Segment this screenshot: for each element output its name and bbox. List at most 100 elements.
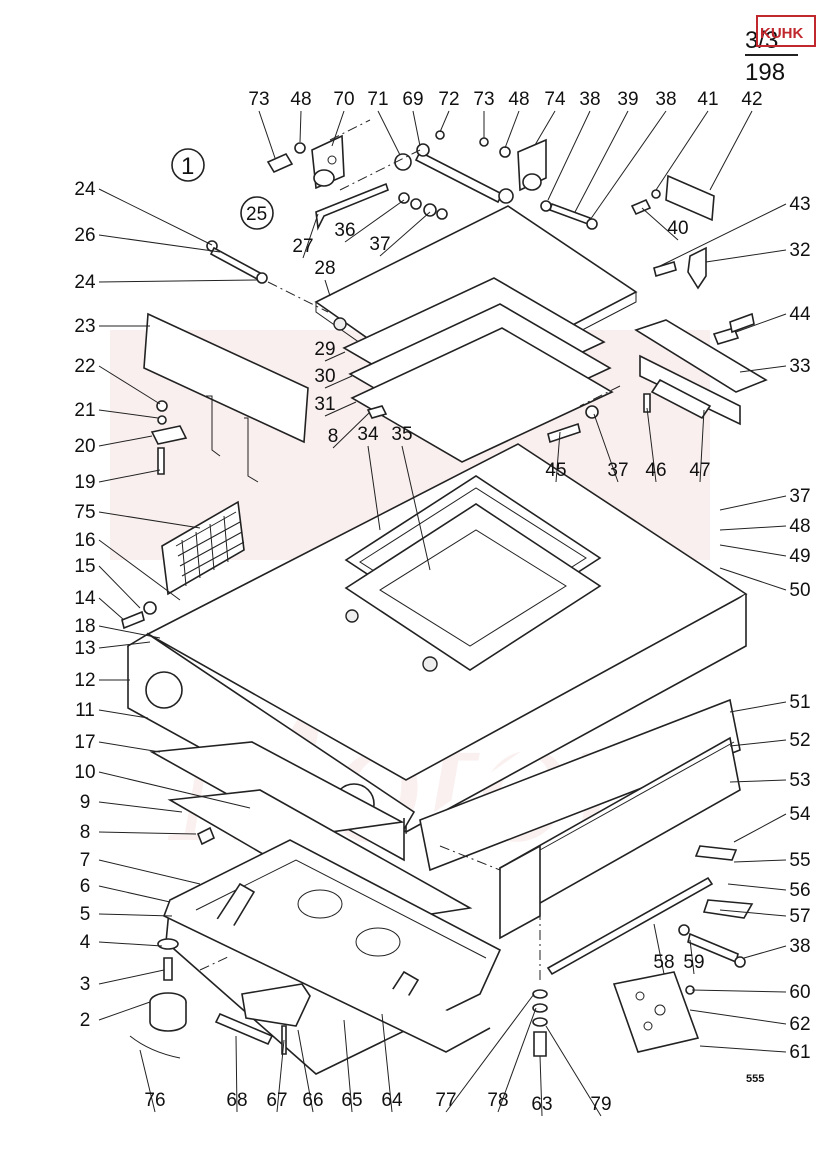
- callout-leader-line: [739, 365, 787, 373]
- callout-number: 21: [74, 400, 95, 421]
- callout-number: 31: [314, 394, 335, 415]
- callout-number: 65: [341, 1090, 362, 1111]
- callout-leader-line: [343, 1019, 353, 1113]
- callout-44: 44: [735, 304, 811, 333]
- callout-51: 51: [729, 692, 811, 713]
- callout-leader-line: [735, 313, 787, 333]
- callout-leader-line: [98, 831, 197, 835]
- callout-leader-line: [98, 969, 165, 985]
- callout-leader-line: [98, 469, 161, 483]
- callout-63: 63: [531, 1055, 553, 1117]
- callout-number: 60: [789, 982, 810, 1003]
- callout-leader-line: [545, 1025, 602, 1117]
- callout-number: 4: [80, 932, 91, 953]
- callout-number: 73: [473, 89, 494, 110]
- callout-number: 52: [789, 730, 810, 751]
- callout-52: 52: [729, 730, 811, 751]
- callout-number: 32: [789, 240, 810, 261]
- callout-number: 78: [487, 1090, 508, 1111]
- callout-13: 13: [74, 638, 151, 659]
- callout-leader-line: [655, 110, 709, 191]
- callout-32: 32: [705, 240, 811, 263]
- callout-number: 6: [80, 876, 91, 897]
- callout-leader-line: [729, 739, 787, 747]
- callout-leader-line: [534, 110, 556, 146]
- callout-38: 38: [547, 89, 601, 201]
- callout-leader-line: [98, 709, 149, 719]
- callout-64: 64: [381, 1013, 403, 1113]
- callout-number: 39: [617, 89, 638, 110]
- callout-number: 63: [531, 1094, 552, 1115]
- callout-leader-line: [593, 413, 619, 483]
- callout-number: 10: [74, 762, 95, 783]
- callout-number: 79: [590, 1094, 611, 1115]
- callout-61: 61: [699, 1042, 811, 1063]
- callout-leader-line: [653, 923, 665, 975]
- callout-24: 24: [74, 179, 213, 246]
- callout-65: 65: [341, 1019, 363, 1113]
- callout-number: 12: [74, 670, 95, 691]
- callout-71: 71: [367, 89, 401, 156]
- callout-leader-line: [412, 110, 421, 147]
- callout-leader-line: [297, 1029, 314, 1113]
- callout-number: 30: [314, 366, 335, 387]
- callout-number: 13: [74, 638, 95, 659]
- callout-number: 58: [653, 952, 674, 973]
- callout-43: 43: [659, 194, 811, 267]
- callout-79: 79: [545, 1025, 612, 1117]
- callout-38: 38: [743, 936, 811, 959]
- callout-number: 35: [391, 424, 412, 445]
- callout-leader-line: [98, 741, 161, 753]
- callout-59: 59: [683, 939, 705, 975]
- callout-69: 69: [402, 89, 424, 147]
- page-number-bottom: 198: [745, 59, 785, 86]
- callout-number: 11: [75, 700, 95, 721]
- callout-37: 37: [369, 211, 431, 257]
- callout-leader-line: [367, 445, 381, 531]
- callout-55: 55: [733, 850, 811, 871]
- callout-number: 19: [74, 472, 95, 493]
- callout-8: 8: [328, 411, 371, 449]
- callout-leader-line: [699, 1045, 787, 1053]
- callout-number: 62: [789, 1014, 810, 1035]
- callout-38: 38: [589, 89, 677, 221]
- callout-leader-line: [705, 249, 787, 263]
- callout-number: 46: [645, 460, 666, 481]
- callout-49: 49: [719, 544, 811, 567]
- callout-leader-line: [98, 279, 259, 283]
- callout-leader-line: [324, 279, 331, 297]
- callout-4: 4: [80, 932, 163, 953]
- callout-29: 29: [314, 339, 346, 362]
- callout-42: 42: [709, 89, 763, 191]
- callout-number: 59: [683, 952, 704, 973]
- callout-number: 3: [80, 974, 91, 995]
- callout-leader-line: [439, 110, 450, 133]
- callout-30: 30: [314, 366, 353, 389]
- callout-75: 75: [74, 502, 201, 529]
- svg-text:25: 25: [246, 204, 267, 225]
- callout-number: 74: [544, 89, 566, 110]
- callout-66: 66: [297, 1029, 324, 1113]
- callout-14: 14: [74, 588, 125, 621]
- callout-78: 78: [487, 1007, 537, 1113]
- callout-leader-line: [733, 859, 787, 863]
- callout-leader-line: [555, 431, 561, 483]
- callout-leader-line: [98, 234, 221, 253]
- callout-number: 57: [789, 906, 810, 927]
- callout-26: 26: [74, 225, 221, 253]
- callout-number: 29: [314, 339, 335, 360]
- callout-number: 48: [789, 516, 810, 537]
- callout-number: 72: [438, 89, 459, 110]
- callout-73: 73: [473, 89, 495, 138]
- callout-leader-line: [547, 110, 591, 201]
- callout-58: 58: [653, 923, 675, 975]
- callout-leader-line: [98, 913, 173, 917]
- callout-35: 35: [391, 424, 431, 571]
- callout-number: 71: [367, 89, 388, 110]
- callout-number: 69: [402, 89, 423, 110]
- callout-leader-line: [699, 409, 705, 483]
- callout-number: 66: [302, 1090, 323, 1111]
- view-marker-25: 25: [240, 196, 274, 230]
- callout-leader-line: [98, 565, 141, 609]
